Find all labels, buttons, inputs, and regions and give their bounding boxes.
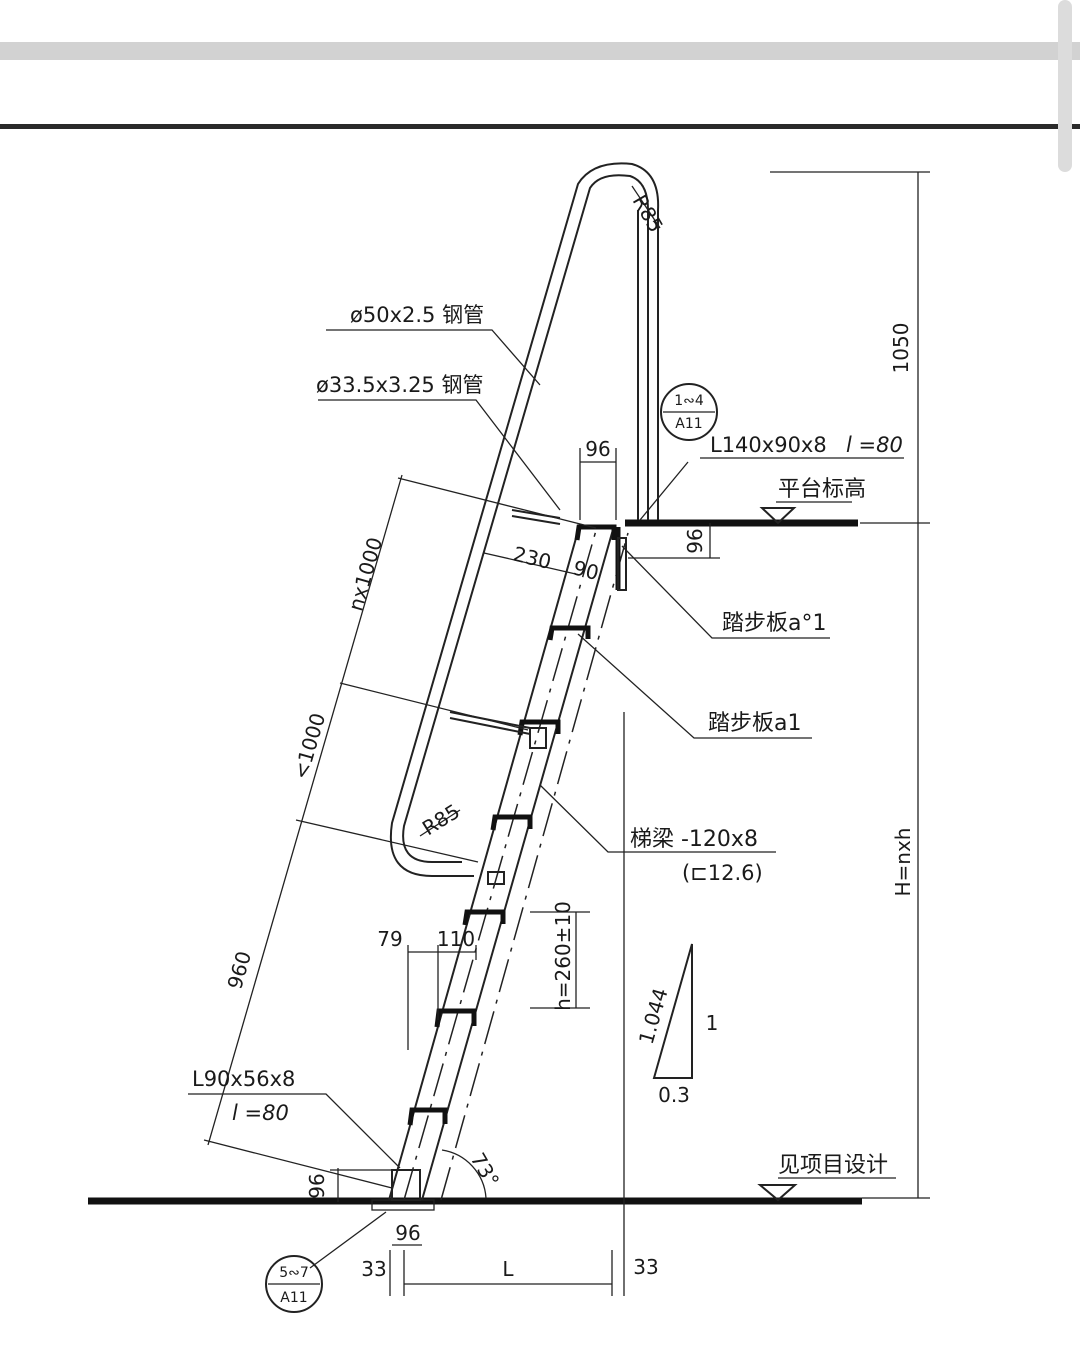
dim-nx1000-text: nx1000 bbox=[343, 535, 387, 614]
handrail-end bbox=[487, 871, 505, 885]
dim-ext bbox=[397, 477, 597, 529]
detail-bottom-sheet: A11 bbox=[280, 1290, 307, 1306]
dim-960-text: 960 bbox=[222, 948, 256, 991]
dim-230 bbox=[483, 552, 581, 576]
top-toolbar-strip bbox=[0, 42, 1080, 60]
label-tread-a1-prime: 踏步板a°1 bbox=[722, 611, 826, 636]
tread bbox=[547, 625, 591, 641]
tread bbox=[490, 814, 533, 831]
leader bbox=[539, 784, 776, 853]
base-plate bbox=[371, 1199, 435, 1211]
detail-callout-bottom[interactable]: 5∾7 A11 bbox=[265, 1255, 323, 1313]
detail-bottom-number: 5∾7 bbox=[279, 1265, 309, 1281]
rung-pipe bbox=[511, 515, 561, 525]
slope-horizontal-text: 0.3 bbox=[658, 1083, 690, 1107]
slope-hypotenuse-text: 1.044 bbox=[634, 985, 673, 1047]
label-angle-top-length: l =80 bbox=[846, 433, 903, 457]
r85-bottom-leader bbox=[419, 809, 461, 837]
angle-arc bbox=[441, 1149, 487, 1199]
leader bbox=[188, 1093, 401, 1169]
dim-length-L-text: L bbox=[502, 1257, 514, 1281]
label-pipe-50: ø50x2.5 钢管 bbox=[350, 303, 484, 327]
dim-96-top-text: 96 bbox=[585, 437, 610, 461]
label-angle-bottom: L90x56x8 bbox=[192, 1067, 295, 1091]
leader bbox=[318, 399, 561, 511]
dim-90-text: 90 bbox=[571, 556, 602, 585]
ground-elevation-marker bbox=[757, 1184, 798, 1202]
slope-triangle bbox=[652, 943, 693, 1079]
dim-110-text: 110 bbox=[437, 927, 475, 951]
label-platform-elevation: 平台标高 bbox=[778, 477, 866, 502]
dim-96-platform-text: 96 bbox=[683, 528, 707, 553]
rung-end bbox=[529, 727, 547, 749]
label-tread-a1: 踏步板a1 bbox=[708, 711, 801, 736]
label-angle-bottom-length: l =80 bbox=[232, 1101, 289, 1125]
dim-step-height-text: h=260±10 bbox=[551, 901, 575, 1011]
r85-top-leader bbox=[631, 185, 661, 229]
page-top-rule bbox=[0, 124, 1080, 129]
tread bbox=[407, 1107, 448, 1126]
detail-callout-top[interactable]: 1∾4 A11 bbox=[660, 383, 718, 441]
label-ground-elevation: 见项目设计 bbox=[778, 1153, 888, 1178]
slope-vertical-text: 1 bbox=[706, 1011, 719, 1035]
detail-top-sheet: A11 bbox=[675, 416, 702, 432]
slant-dim-line bbox=[207, 474, 403, 1146]
handrail-pipe-inner bbox=[389, 162, 660, 877]
dim-ext bbox=[339, 682, 529, 731]
dim-96-bottom-left-text: 96 bbox=[305, 1173, 329, 1198]
dim-angle-73-text: 73° bbox=[466, 1149, 505, 1192]
dim-r85-bottom: R85 bbox=[418, 799, 464, 840]
leader bbox=[326, 329, 541, 386]
tread bbox=[462, 909, 506, 926]
label-pipe-33: ø33.5x3.25 钢管 bbox=[316, 373, 483, 397]
detail-top-number: 1∾4 bbox=[674, 393, 704, 409]
leader bbox=[577, 633, 812, 739]
dim-r85-top: R85 bbox=[628, 191, 668, 237]
label-stringer-channel: (⊏12.6) bbox=[682, 861, 763, 885]
handrail-pipe-outer bbox=[402, 174, 649, 863]
dim-33-left-text: 33 bbox=[361, 1257, 386, 1281]
dim-total-height: H=nxh bbox=[891, 828, 915, 897]
dim-33-right-text: 33 bbox=[633, 1255, 658, 1279]
leader bbox=[621, 545, 830, 639]
dim-79-text: 79 bbox=[377, 927, 402, 951]
top-angle bbox=[617, 537, 627, 591]
stringer-left-edge bbox=[388, 523, 581, 1201]
leader bbox=[309, 1211, 387, 1269]
label-stringer-beam: 梯梁 -120x8 bbox=[630, 827, 758, 852]
label-angle-top: L140x90x8 bbox=[710, 433, 827, 457]
stringer-beam-centerline bbox=[440, 532, 629, 1201]
dim-ext bbox=[203, 1139, 393, 1189]
stringer-centerline bbox=[403, 526, 598, 1201]
tread-top bbox=[574, 524, 617, 541]
platform-elevation-marker bbox=[759, 507, 797, 525]
rung-pipe bbox=[449, 717, 531, 735]
dim-230-text: 230 bbox=[511, 542, 554, 575]
leader bbox=[639, 461, 689, 521]
vertical-scrollbar[interactable] bbox=[1058, 0, 1072, 172]
dim-ext bbox=[295, 819, 479, 863]
dim-1050: 1050 bbox=[889, 323, 913, 374]
dim-96-bottom-text: 96 bbox=[395, 1221, 420, 1245]
